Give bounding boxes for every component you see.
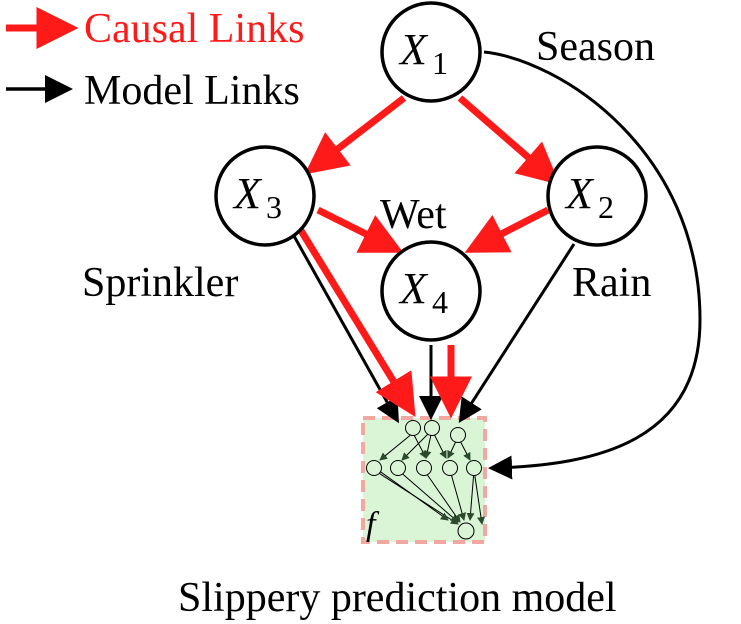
model-neuron — [466, 460, 482, 476]
model-neuron — [390, 460, 406, 476]
node-x4-circle — [380, 240, 482, 342]
node-x4-var: X — [398, 264, 429, 313]
model-output-neuron — [457, 522, 475, 540]
model-link-x3-f — [292, 235, 399, 424]
causal-link-x1-x3 — [304, 95, 407, 175]
causal-links — [297, 95, 560, 419]
model-link-x2-f — [458, 243, 576, 424]
legend: Causal Links Model Links — [6, 6, 304, 114]
model-caption: Slippery prediction model — [178, 575, 617, 621]
node-x3-sub: 3 — [266, 189, 282, 225]
node-x2-var: X — [564, 169, 595, 218]
node-x1-sub: 1 — [432, 45, 448, 81]
model-internal-network — [366, 420, 485, 540]
node-x4: X 4 — [380, 240, 482, 342]
node-x1-label: Season — [536, 24, 655, 70]
node-x3-var: X — [232, 169, 263, 218]
node-x2-circle — [546, 145, 648, 247]
node-x3-label: Sprinkler — [82, 260, 238, 306]
model-neuron — [366, 460, 382, 476]
node-x1-var: X — [398, 25, 429, 74]
model-neuron — [416, 460, 432, 476]
model-neuron — [442, 460, 458, 476]
model-neuron — [405, 420, 421, 436]
model-neuron — [450, 427, 466, 443]
node-x3-circle — [214, 145, 316, 247]
legend-model-label: Model Links — [84, 68, 300, 114]
legend-causal-label: Causal Links — [84, 6, 304, 52]
causal-link-x3-x4 — [316, 206, 404, 253]
causal-link-x3-f — [297, 227, 416, 417]
causal-link-x2-x4 — [464, 206, 550, 253]
model-link-x1-f — [483, 50, 702, 480]
node-x2-sub: 2 — [598, 189, 614, 225]
causal-link-x1-x2 — [457, 95, 560, 185]
model-neuron — [424, 420, 440, 436]
node-x2: X 2 — [546, 145, 648, 247]
node-x4-label: Wet — [380, 192, 447, 238]
node-x1: X 1 — [380, 1, 482, 103]
node-x2-label: Rain — [572, 260, 651, 306]
node-x1-circle — [380, 1, 482, 103]
node-x4-sub: 4 — [432, 284, 448, 320]
node-x3: X 3 — [214, 145, 316, 247]
model-box: f — [361, 416, 487, 544]
